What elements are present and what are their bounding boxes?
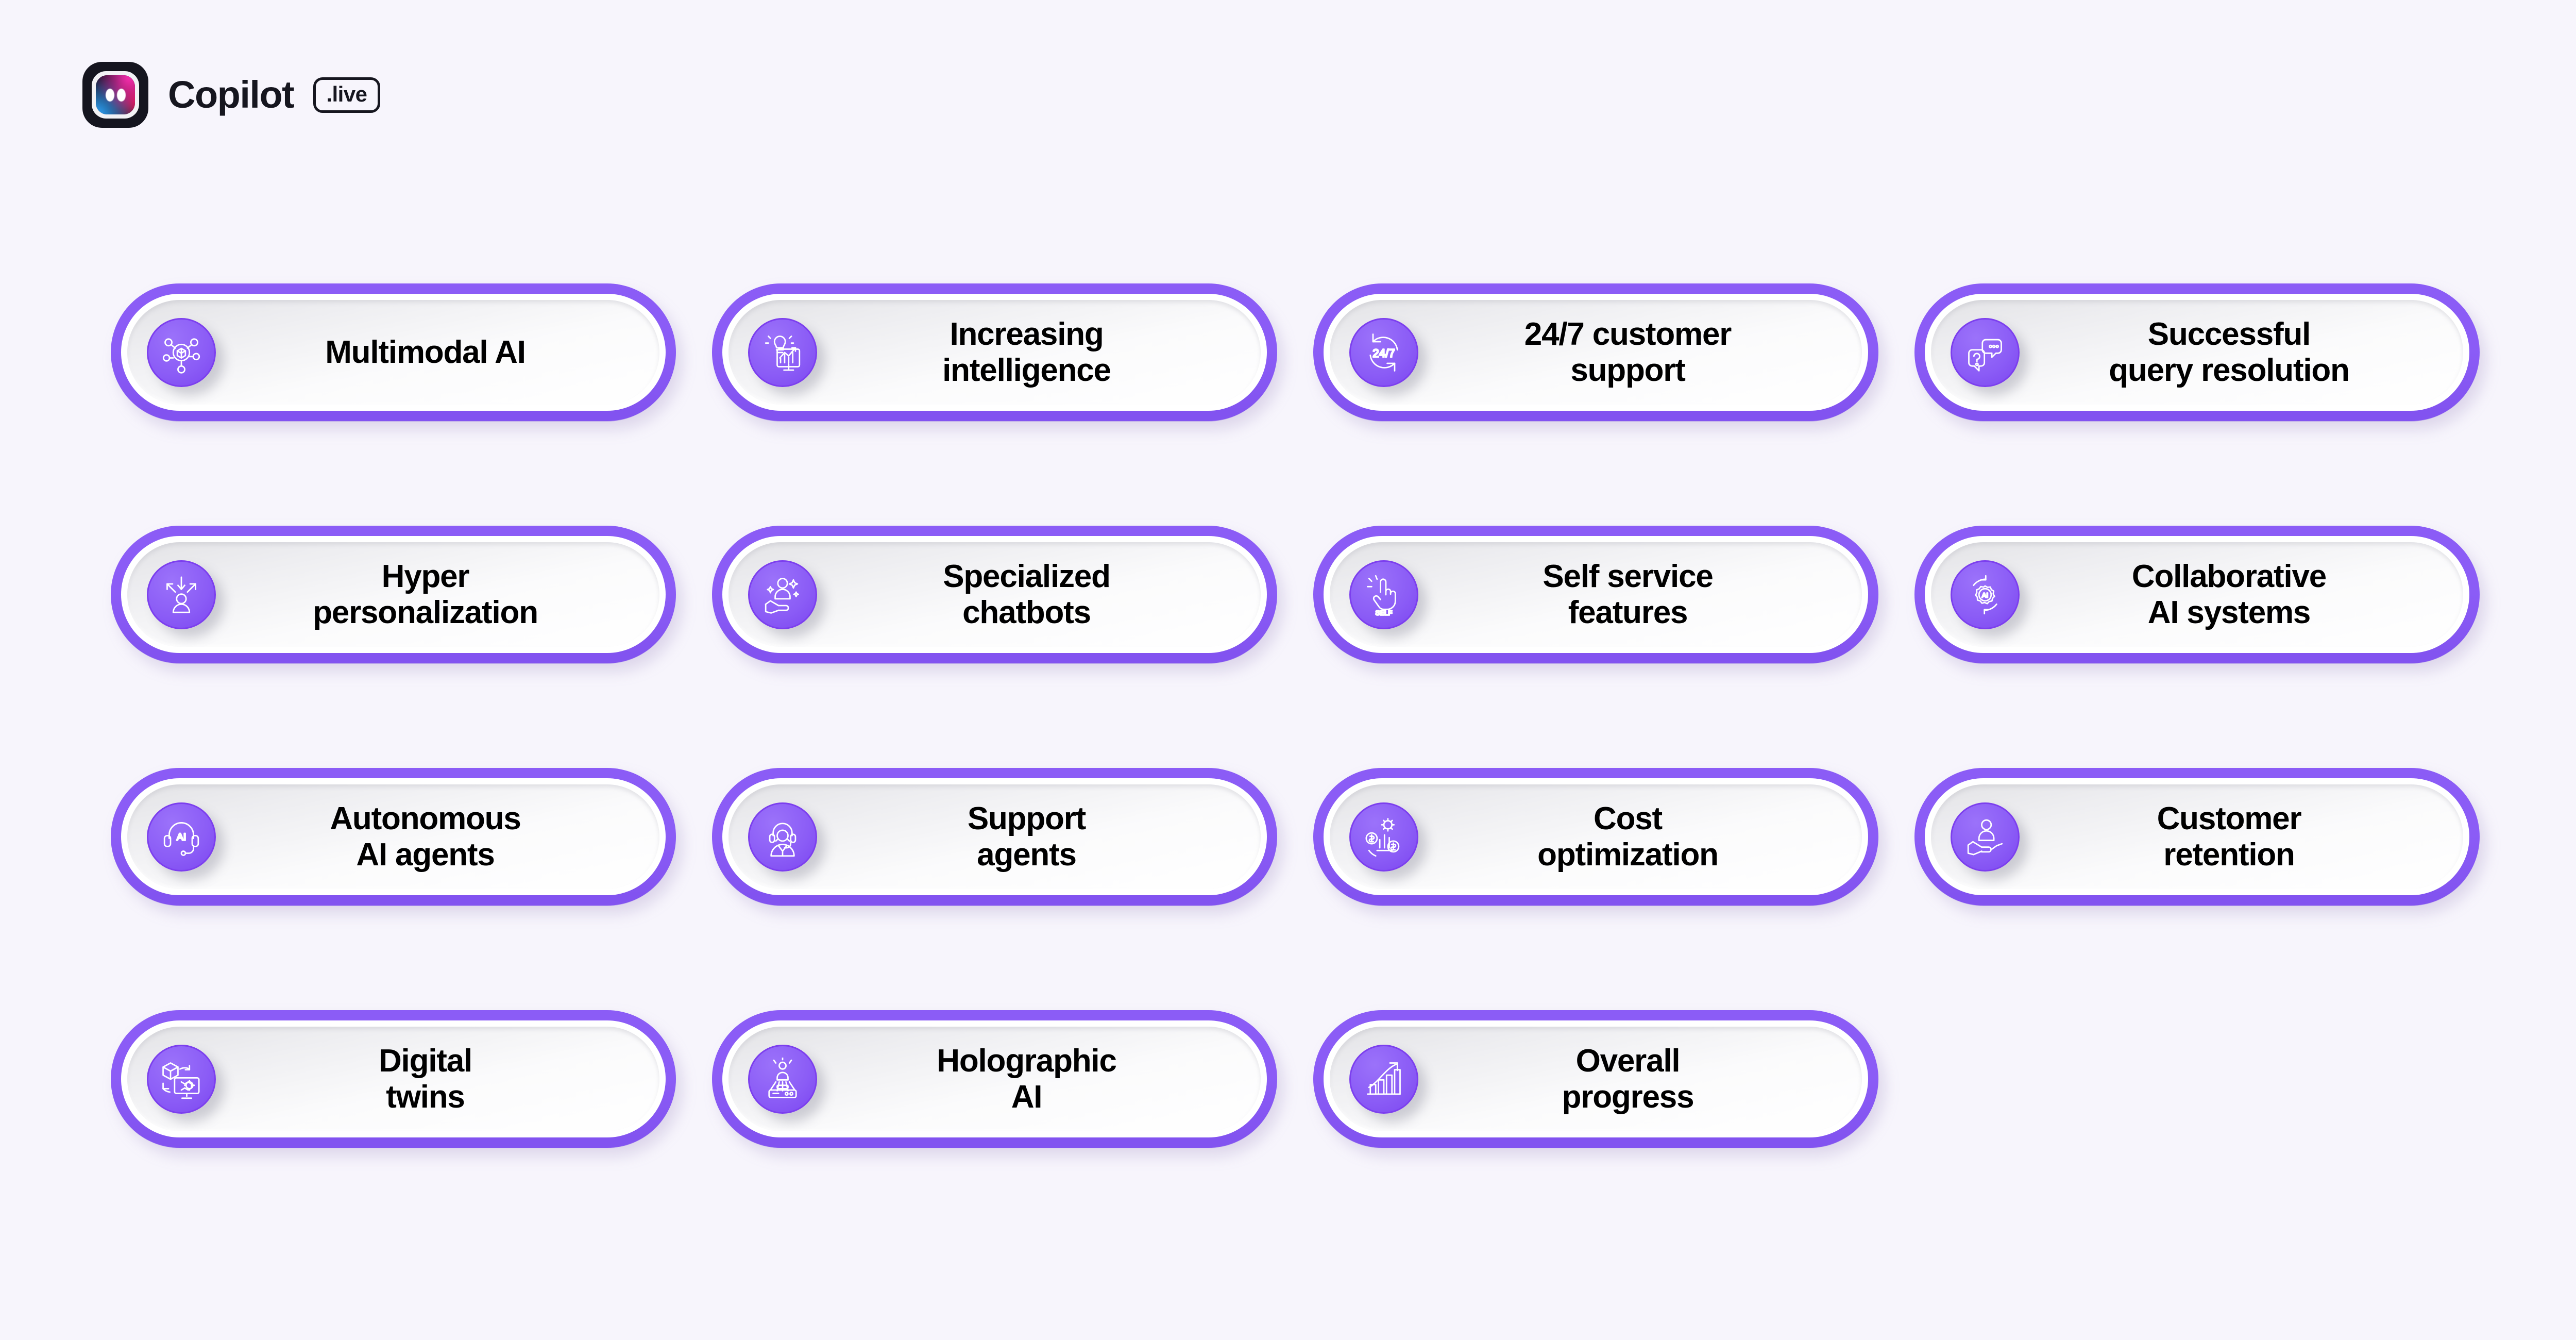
pill-label: Successful query resolution xyxy=(2109,316,2350,388)
logo-eye-right-icon xyxy=(117,89,126,102)
pill-inner-surface: Increasing intelligence xyxy=(728,300,1261,405)
pill-inner-surface: Support agents xyxy=(728,784,1261,889)
capability-pill[interactable]: 24/7 customer support xyxy=(1313,283,1878,422)
pill-label: Collaborative AI systems xyxy=(2131,559,2327,630)
pill-white-ring: Increasing intelligence xyxy=(722,294,1267,411)
copilot-app-mark-icon xyxy=(82,62,148,128)
pill-white-ring: Overall progress xyxy=(1324,1020,1868,1137)
pill-label: Overall progress xyxy=(1562,1043,1694,1115)
capability-pill[interactable]: Successful query resolution xyxy=(1914,283,2480,422)
logo-eye-left-icon xyxy=(106,89,114,102)
pill-label: Customer retention xyxy=(2157,801,2302,873)
pill-white-ring: Cost optimization xyxy=(1324,778,1868,895)
pill-white-ring: Multimodal AI xyxy=(121,294,666,411)
pill-white-ring: Autonomous AI agents xyxy=(121,778,666,895)
pill-label: Support agents xyxy=(967,801,1086,873)
brand-live-badge: .live xyxy=(313,77,380,113)
pill-label: 24/7 customer support xyxy=(1524,316,1732,388)
capability-pill[interactable]: Specialized chatbots xyxy=(712,526,1277,664)
lightbulb-chart-monitor-icon xyxy=(748,317,817,387)
capability-pill-grid: Multimodal AI Increasing intelligence 24/7… xyxy=(111,283,2501,1148)
person-target-arrows-icon xyxy=(147,560,216,629)
pill-white-ring: Collaborative AI systems xyxy=(1925,536,2469,653)
growth-bar-chart-arrow-icon xyxy=(1349,1044,1418,1114)
capability-pill[interactable]: Autonomous AI agents xyxy=(111,768,676,906)
capability-pill[interactable]: Increasing intelligence xyxy=(712,283,1277,422)
ai-headset-icon xyxy=(147,802,216,872)
pill-inner-surface: Hyper personalization xyxy=(127,542,659,647)
pill-white-ring: Support agents xyxy=(722,778,1267,895)
pill-inner-surface: Self service features xyxy=(1330,542,1862,647)
capability-pill[interactable]: Collaborative AI systems xyxy=(1914,526,2480,664)
pill-label: Increasing intelligence xyxy=(942,316,1111,388)
pill-label: Multimodal AI xyxy=(325,334,526,370)
pill-white-ring: Specialized chatbots xyxy=(722,536,1267,653)
hologram-projector-icon xyxy=(748,1044,817,1114)
pill-white-ring: Holographic AI xyxy=(722,1020,1267,1137)
pill-white-ring: Self service features xyxy=(1324,536,1868,653)
ai-gear-cycle-icon xyxy=(1951,560,2020,629)
pill-white-ring: Digital twins xyxy=(121,1020,666,1137)
logo-gradient-screen xyxy=(96,75,135,114)
support-agent-headset-icon xyxy=(748,802,817,872)
pill-inner-surface: Collaborative AI systems xyxy=(1931,542,2463,647)
capability-pill[interactable]: Holographic AI xyxy=(712,1010,1277,1148)
capability-pill[interactable]: Digital twins xyxy=(111,1010,676,1148)
pill-label: Cost optimization xyxy=(1537,801,1719,873)
capability-pill[interactable]: Overall progress xyxy=(1313,1010,1878,1148)
capability-pill[interactable]: Cost optimization xyxy=(1313,768,1878,906)
self-service-tap-icon xyxy=(1349,560,1418,629)
cube-monitor-gear-icon xyxy=(147,1044,216,1114)
pill-inner-surface: Multimodal AI xyxy=(127,300,659,405)
pill-inner-surface: Digital twins xyxy=(127,1027,659,1131)
pill-inner-surface: Customer retention xyxy=(1931,784,2463,889)
pill-label: Hyper personalization xyxy=(313,559,538,630)
capability-pill[interactable]: Multimodal AI xyxy=(111,283,676,422)
pill-label: Digital twins xyxy=(378,1043,472,1115)
pill-label: Specialized chatbots xyxy=(943,559,1111,630)
pill-label: Self service features xyxy=(1543,559,1713,630)
brand-header: Copilot .live xyxy=(82,62,380,128)
pill-inner-surface: Holographic AI xyxy=(728,1027,1261,1131)
pill-inner-surface: Cost optimization xyxy=(1330,784,1862,889)
network-cube-icon xyxy=(147,317,216,387)
capability-pill[interactable]: Self service features xyxy=(1313,526,1878,664)
pill-white-ring: Successful query resolution xyxy=(1925,294,2469,411)
24-7-refresh-icon xyxy=(1349,317,1418,387)
pill-label: Holographic AI xyxy=(937,1043,1117,1115)
brand-name: Copilot xyxy=(168,73,295,116)
pill-white-ring: 24/7 customer support xyxy=(1324,294,1868,411)
hand-person-sparkle-icon xyxy=(748,560,817,629)
pill-white-ring: Customer retention xyxy=(1925,778,2469,895)
pill-inner-surface: Autonomous AI agents xyxy=(127,784,659,889)
dollar-chart-gear-icon xyxy=(1349,802,1418,872)
pill-inner-surface: Specialized chatbots xyxy=(728,542,1261,647)
pill-inner-surface: 24/7 customer support xyxy=(1330,300,1862,405)
pill-label: Autonomous AI agents xyxy=(330,801,521,873)
person-in-hand-icon xyxy=(1951,802,2020,872)
pill-inner-surface: Successful query resolution xyxy=(1931,300,2463,405)
pill-inner-surface: Overall progress xyxy=(1330,1027,1862,1131)
pill-white-ring: Hyper personalization xyxy=(121,536,666,653)
capability-pill[interactable]: Hyper personalization xyxy=(111,526,676,664)
capability-pill[interactable]: Support agents xyxy=(712,768,1277,906)
capability-pill[interactable]: Customer retention xyxy=(1914,768,2480,906)
question-chat-bubbles-icon xyxy=(1951,317,2020,387)
